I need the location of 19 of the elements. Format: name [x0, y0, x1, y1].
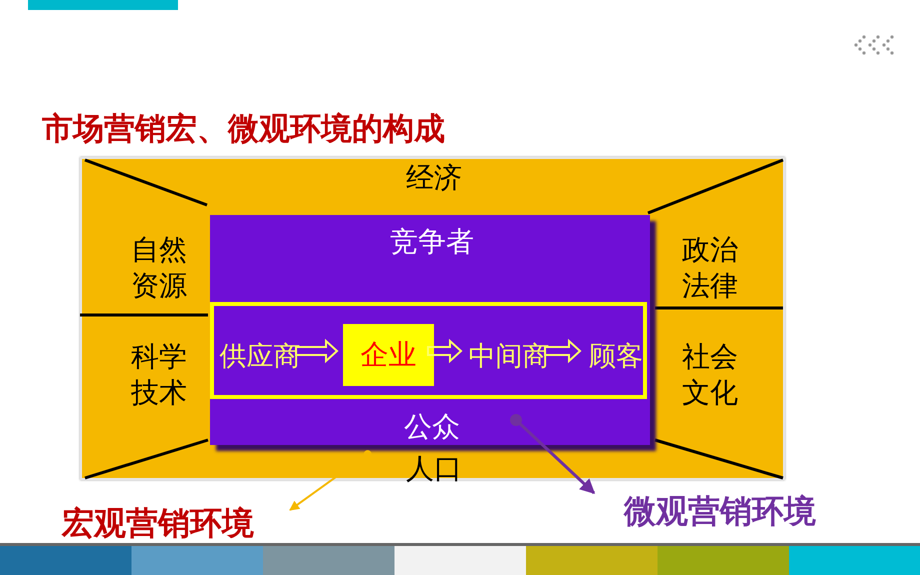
- block-arrow: [544, 338, 582, 364]
- region-label: 公众: [403, 409, 461, 445]
- title: 市场营销宏、微观环境的构成: [42, 110, 445, 149]
- callout-label: 宏观营销环境: [62, 500, 292, 546]
- region-label: 自然资源: [130, 232, 188, 304]
- value-chain-band: [210, 302, 647, 399]
- leader-arrow: [510, 414, 596, 494]
- node-label: 顾客: [586, 336, 646, 378]
- region-label: 政治法律: [681, 232, 739, 304]
- micro-environment-box: [210, 215, 650, 445]
- region-label: 科学技术: [130, 339, 188, 411]
- region-label: 人口: [405, 451, 463, 487]
- region-label: 经济: [405, 160, 463, 196]
- block-arrow: [427, 338, 462, 364]
- region-label: 社会文化: [681, 339, 739, 411]
- block-arrow: [295, 338, 338, 364]
- callout-label: 微观营销环境: [592, 488, 844, 534]
- company-box: 企业: [343, 324, 434, 386]
- region-label: 竞争者: [389, 224, 475, 260]
